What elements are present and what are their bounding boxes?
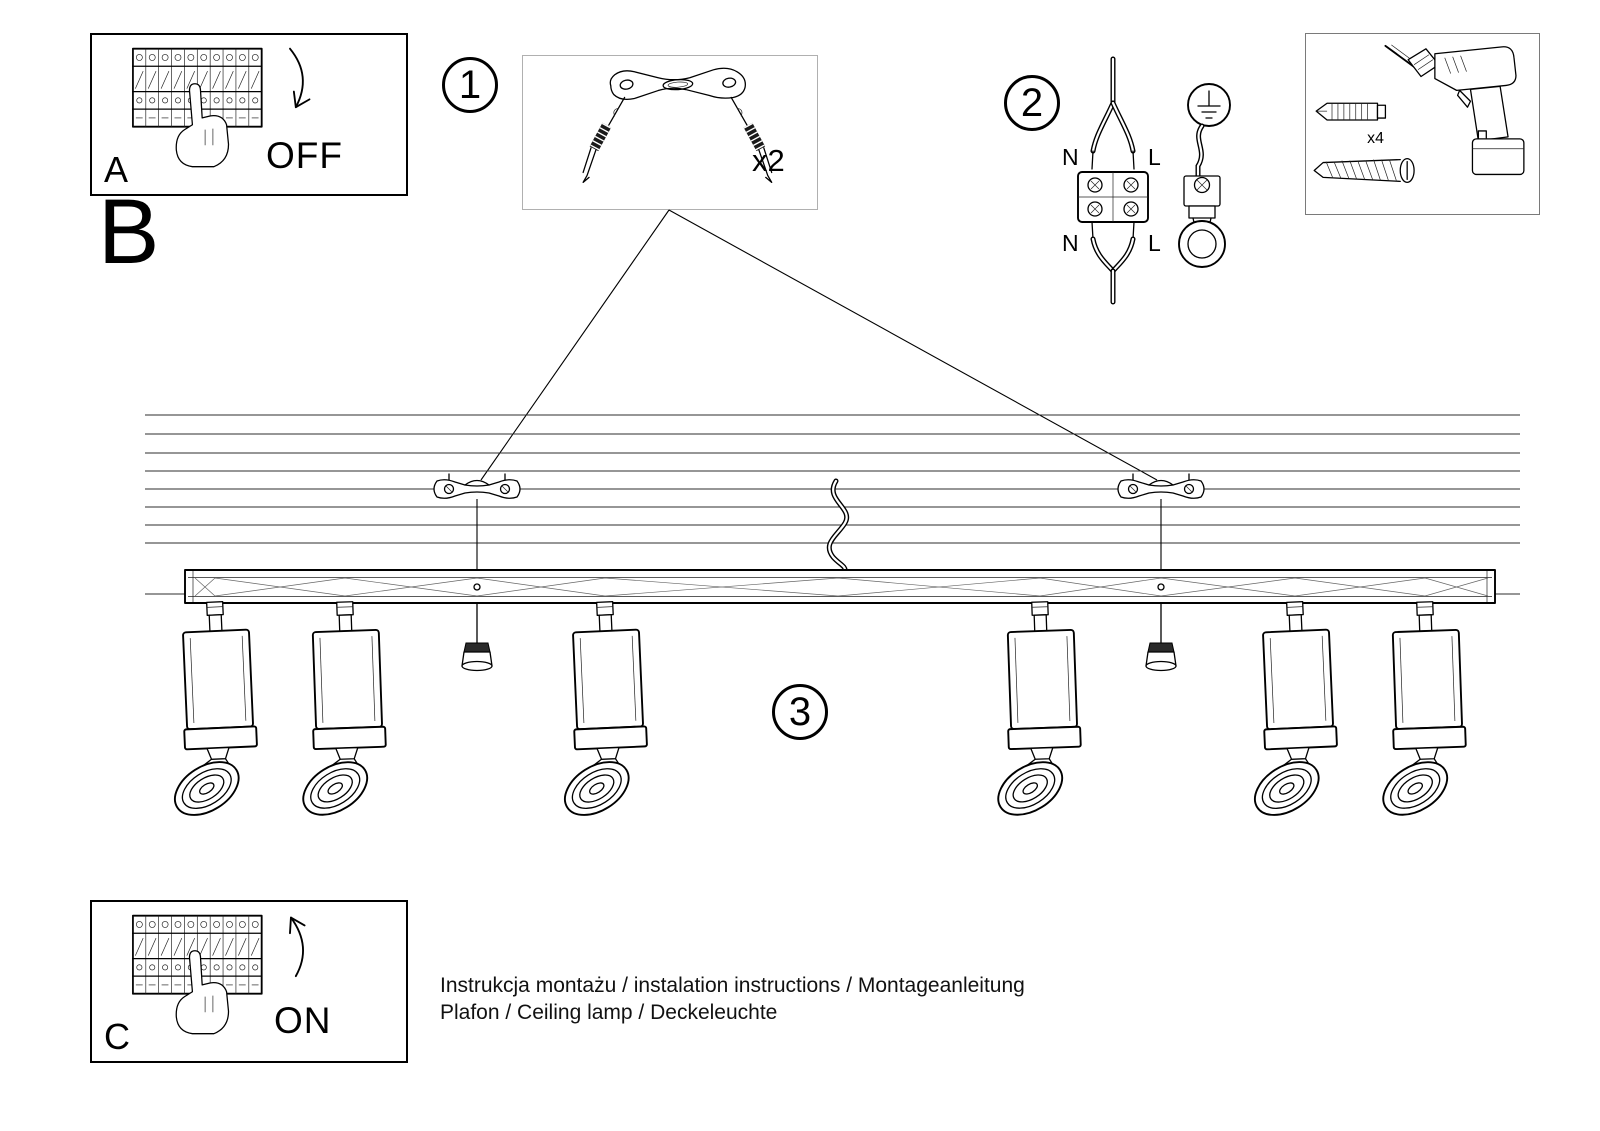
earth-symbol-icon (1187, 83, 1231, 127)
drill-icon (1384, 44, 1525, 176)
arrow-up-icon (289, 916, 306, 978)
mounting-bracket-illustration (582, 67, 773, 183)
mounting-screw-right (730, 96, 773, 183)
arrow-down-icon (289, 47, 311, 109)
wiring-diagram: N L N L (1062, 56, 1161, 305)
ground-terminal (1178, 123, 1226, 268)
supply-wire (826, 478, 850, 574)
bracket-pointer-lines (480, 209, 1158, 481)
spotlight-2 (286, 599, 390, 828)
step-c-power-on-box: C ON (90, 900, 408, 1063)
bracket-quantity-label: x2 (752, 143, 785, 178)
step-3-number: 3 (772, 684, 828, 740)
step-a-power-off-box: A OFF (90, 33, 408, 196)
section-b-label: B (98, 181, 160, 283)
mounting-bracket (609, 67, 746, 100)
mounting-screw-left (582, 96, 626, 183)
step-c-label: C (104, 1016, 130, 1057)
wire-l-bottom-label: L (1148, 230, 1161, 256)
terminal-block (1077, 171, 1149, 223)
ceiling-lines (145, 414, 1520, 595)
tools-box: x4 (1305, 33, 1540, 215)
spotlight-1 (156, 599, 262, 828)
wall-plug-icon (1315, 102, 1387, 121)
wire-n-top-label: N (1062, 144, 1079, 170)
power-off-label: OFF (266, 135, 343, 176)
footer-text: Instrukcja montażu / instalation instruc… (440, 972, 1025, 1026)
spotlight-5 (1236, 599, 1342, 828)
footer-line-1: Instrukcja montażu / instalation instruc… (440, 974, 1025, 997)
cover-cap-right (1145, 602, 1177, 672)
ceiling-bracket-left (433, 473, 521, 499)
grounding-diagram (1178, 83, 1231, 268)
power-on-label: ON (274, 1000, 332, 1041)
footer-line-2: Plafon / Ceiling lamp / Deckeleuchte (440, 1001, 778, 1024)
tools-illustration: x4 (1313, 44, 1525, 183)
breaker-panel-off-illustration (92, 35, 311, 168)
spotlight-4 (981, 599, 1085, 828)
spotlight-6 (1366, 599, 1470, 828)
main-lamp-illustration (145, 209, 1520, 828)
step-1-parts-box (522, 55, 818, 210)
lamp-cable-bottom (1090, 221, 1136, 305)
lamp-rail (184, 569, 1496, 604)
ceiling-bracket-right (1117, 473, 1205, 499)
step-2-number: 2 (1004, 75, 1060, 131)
anchor-quantity-label: x4 (1367, 130, 1384, 147)
breaker-panel-on-illustration (92, 902, 306, 1035)
cover-cap-left (461, 602, 493, 672)
wire-l-top-label: L (1148, 144, 1161, 170)
step-1-number: 1 (442, 57, 498, 113)
step-a-label: A (104, 149, 129, 190)
screw-icon (1313, 157, 1415, 183)
spotlight-3 (546, 599, 652, 828)
mains-cable-top (1090, 56, 1136, 170)
wire-n-bottom-label: N (1062, 230, 1079, 256)
